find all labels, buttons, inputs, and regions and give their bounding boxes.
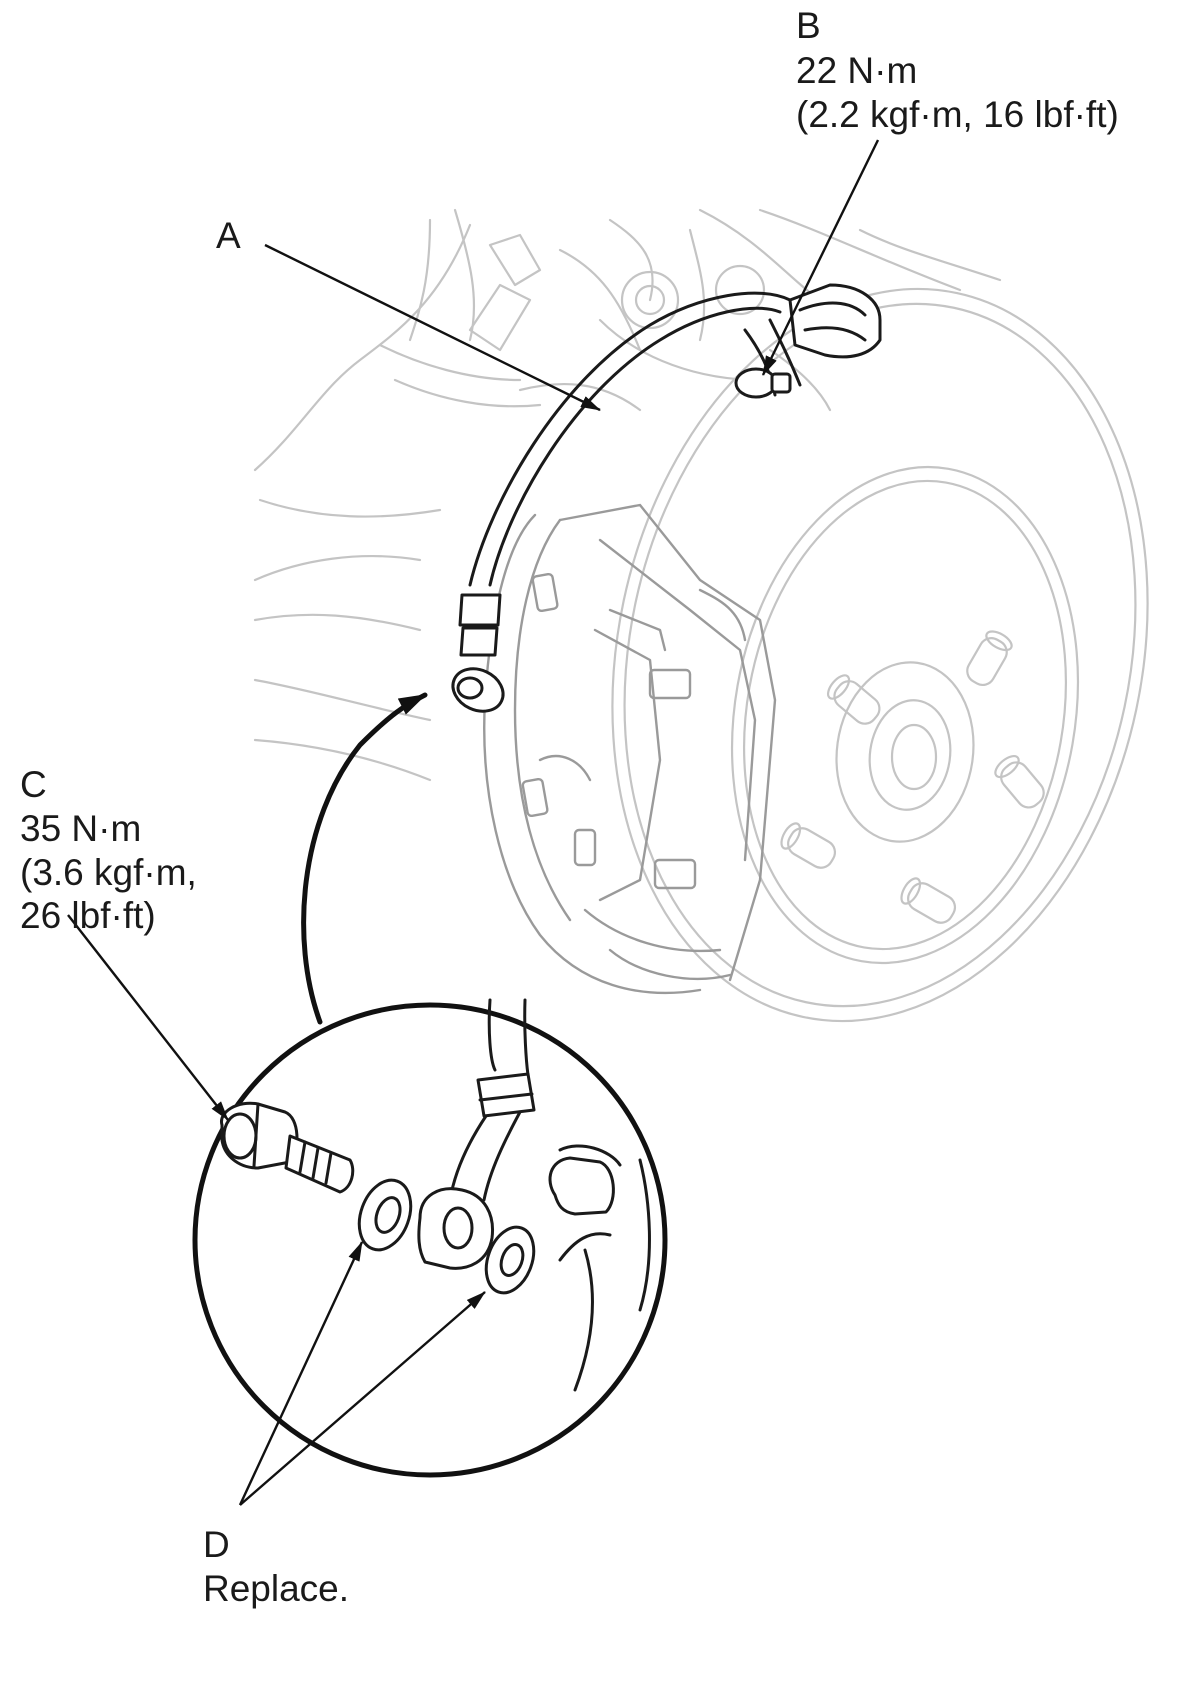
leader-d-right [239,1291,486,1506]
callout-b-torque-alt: (2.2 kgf·m, 16 lbf·ft) [796,94,1119,135]
callout-c-torque: 35 N·m [20,808,141,849]
callout-d-letter: D [203,1524,230,1565]
brake-caliper [483,503,777,995]
brake-hose [451,283,882,713]
hose-banjo-fitting [417,998,536,1270]
wheel-studs [780,630,1045,924]
caliper-port [548,1144,651,1392]
leader-c [67,914,229,1121]
leader-b [761,139,880,376]
callout-d-note: Replace. [203,1568,349,1609]
callout-b: B 22 N·m (2.2 kgf·m, 16 lbf·ft) [796,5,1119,135]
brake-rotor [611,287,1149,1023]
callout-c-torque-alt-line2: 26 lbf·ft) [20,895,156,936]
callout-b-torque: 22 N·m [796,50,917,91]
leader-d-left [238,1241,364,1506]
sealing-washer-right [484,1225,536,1295]
banjo-bolt [220,1101,355,1194]
callout-d: D Replace. [203,1524,349,1609]
callout-c-letter: C [20,764,47,805]
detail-arrow [301,692,428,1025]
callout-c: C 35 N·m (3.6 kgf·m, 26 lbf·ft) [20,764,197,936]
callout-b-letter: B [796,5,821,46]
callout-a-letter: A [216,215,241,256]
sealing-washer-left [357,1178,413,1252]
leader-a [264,243,601,412]
callout-c-torque-alt-line1: (3.6 kgf·m, [20,852,197,893]
callout-a: A [216,215,241,256]
